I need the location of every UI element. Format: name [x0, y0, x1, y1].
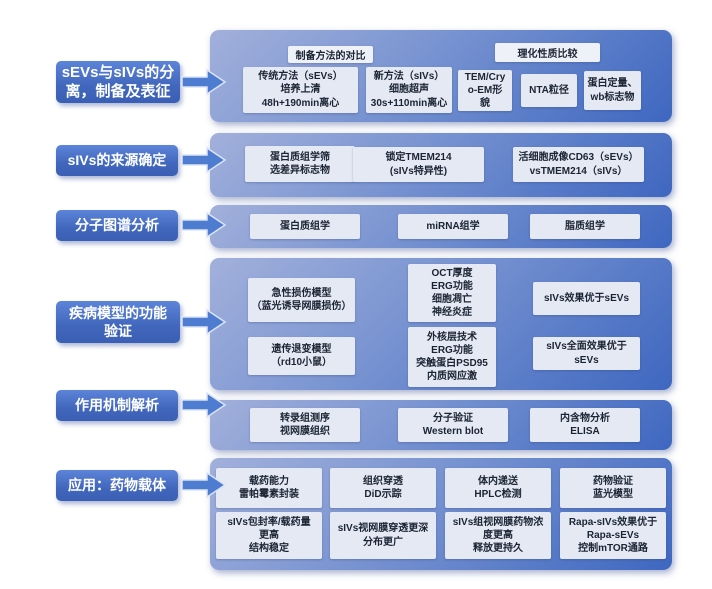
panel-separation: 制备方法的对比 理化性质比较 传统方法（sEVs） 培养上清 48h+190mi… [210, 30, 672, 122]
step-box-elisa: 内含物分析 ELISA [530, 408, 640, 442]
step-box-oct-erg-readouts: OCT厚度 ERG功能 细胞凋亡 神经炎症 [408, 264, 496, 322]
arrow-right-icon [181, 390, 227, 420]
step-box-acute-injury-model: 急性损伤模型 （蓝光诱导网膜损伤） [248, 278, 355, 322]
step-box-onl-erg-readouts: 外核层技术 ERG功能 突触蛋白PSD95 内质网应激 [408, 327, 496, 387]
arrow-right-icon [181, 67, 227, 97]
arrow-right-icon [181, 145, 227, 175]
step-box-mirna-omics: miRNA组学 [398, 214, 508, 239]
step-box-penetration-result: sIVs视网膜穿透更深 分布更广 [330, 512, 436, 559]
step-box-proteomics: 蛋白质组学 [250, 214, 360, 239]
step-box-traditional-method: 传统方法（sEVs） 培养上清 48h+190min离心 [243, 67, 358, 113]
panel-molecular-profile: 蛋白质组学 miRNA组学 脂质组学 [210, 205, 672, 248]
step-box-encapsulation-result: sIVs包封率/载药量 更高 结构稳定 [216, 512, 322, 559]
step-box-proteomics-screen: 蛋白质组学筛 选差异标志物 [245, 146, 355, 182]
stage-label-molecular-profile: 分子图谱分析 [56, 210, 178, 241]
step-box-tissue-penetration: 组织穿透 DiD示踪 [330, 468, 436, 508]
step-box-lipidomics: 脂质组学 [530, 214, 640, 239]
step-box-tmem214: 锁定TMEM214 (sIVs特异性) [353, 147, 484, 182]
step-box-rapa-result: Rapa-sIVs效果优于 Rapa-sEVs 控制mTOR通路 [560, 512, 666, 559]
stage-label-separation: sEVs与sIVs的分 离，制备及表征 [56, 61, 180, 103]
panel-disease-model: 急性损伤模型 （蓝光诱导网膜损伤） OCT厚度 ERG功能 细胞凋亡 神经炎症 … [210, 258, 672, 390]
step-box-tem-cryoem: TEM/Cry o-EM形 貌 [458, 70, 512, 111]
arrow-right-icon [181, 470, 227, 500]
step-box-rnaseq: 转录组测序 视网膜组织 [250, 408, 360, 442]
stage-label-disease-model: 疾病模型的功能 验证 [56, 301, 180, 343]
step-box-protein-wb: 蛋白定量、 wb标志物 [584, 71, 641, 110]
step-box-live-imaging: 活细胞成像CD63（sEVs） vsTMEM214（sIVs） [513, 147, 644, 182]
step-box-western-blot: 分子验证 Western blot [398, 408, 508, 442]
step-box-sivs-overall-better: sIVs全面效果优于 sEVs [533, 337, 640, 370]
panel-mechanism: 转录组测序 视网膜组织 分子验证 Western blot 内含物分析 ELIS… [210, 400, 672, 450]
panel-drug-carrier: 载药能力 雷帕霉素封装 组织穿透 DiD示踪 体内递送 HPLC检测 药物验证 … [210, 458, 672, 570]
panel-origin: 蛋白质组学筛 选差异标志物 锁定TMEM214 (sIVs特异性) 活细胞成像C… [210, 133, 672, 197]
step-box-genetic-model: 遗传退变模型 （rd10小鼠） [248, 337, 355, 375]
step-box-drug-validation: 药物验证 蓝光模型 [560, 468, 666, 508]
step-box-concentration-result: sIVs组视网膜药物浓 度更高 释放更持久 [445, 512, 551, 559]
arrow-right-icon [181, 210, 227, 240]
step-box-nta: NTA粒径 [521, 74, 577, 107]
panel-subheader-physicochemical: 理化性质比较 [495, 43, 600, 62]
step-box-sivs-better: sIVs效果优于sEVs [533, 282, 640, 315]
step-box-new-method: 新方法（sIVs） 细胞超声 30s+110min离心 [366, 67, 452, 113]
step-box-drug-loading: 载药能力 雷帕霉素封装 [216, 468, 322, 508]
stage-label-mechanism: 作用机制解析 [56, 390, 178, 421]
stage-label-origin: sIVs的来源确定 [56, 145, 178, 176]
arrow-right-icon [181, 307, 227, 337]
stage-label-drug-carrier: 应用：药物载体 [56, 470, 178, 501]
panel-subheader-method-comparison: 制备方法的对比 [288, 46, 373, 63]
step-box-in-vivo-delivery: 体内递送 HPLC检测 [445, 468, 551, 508]
